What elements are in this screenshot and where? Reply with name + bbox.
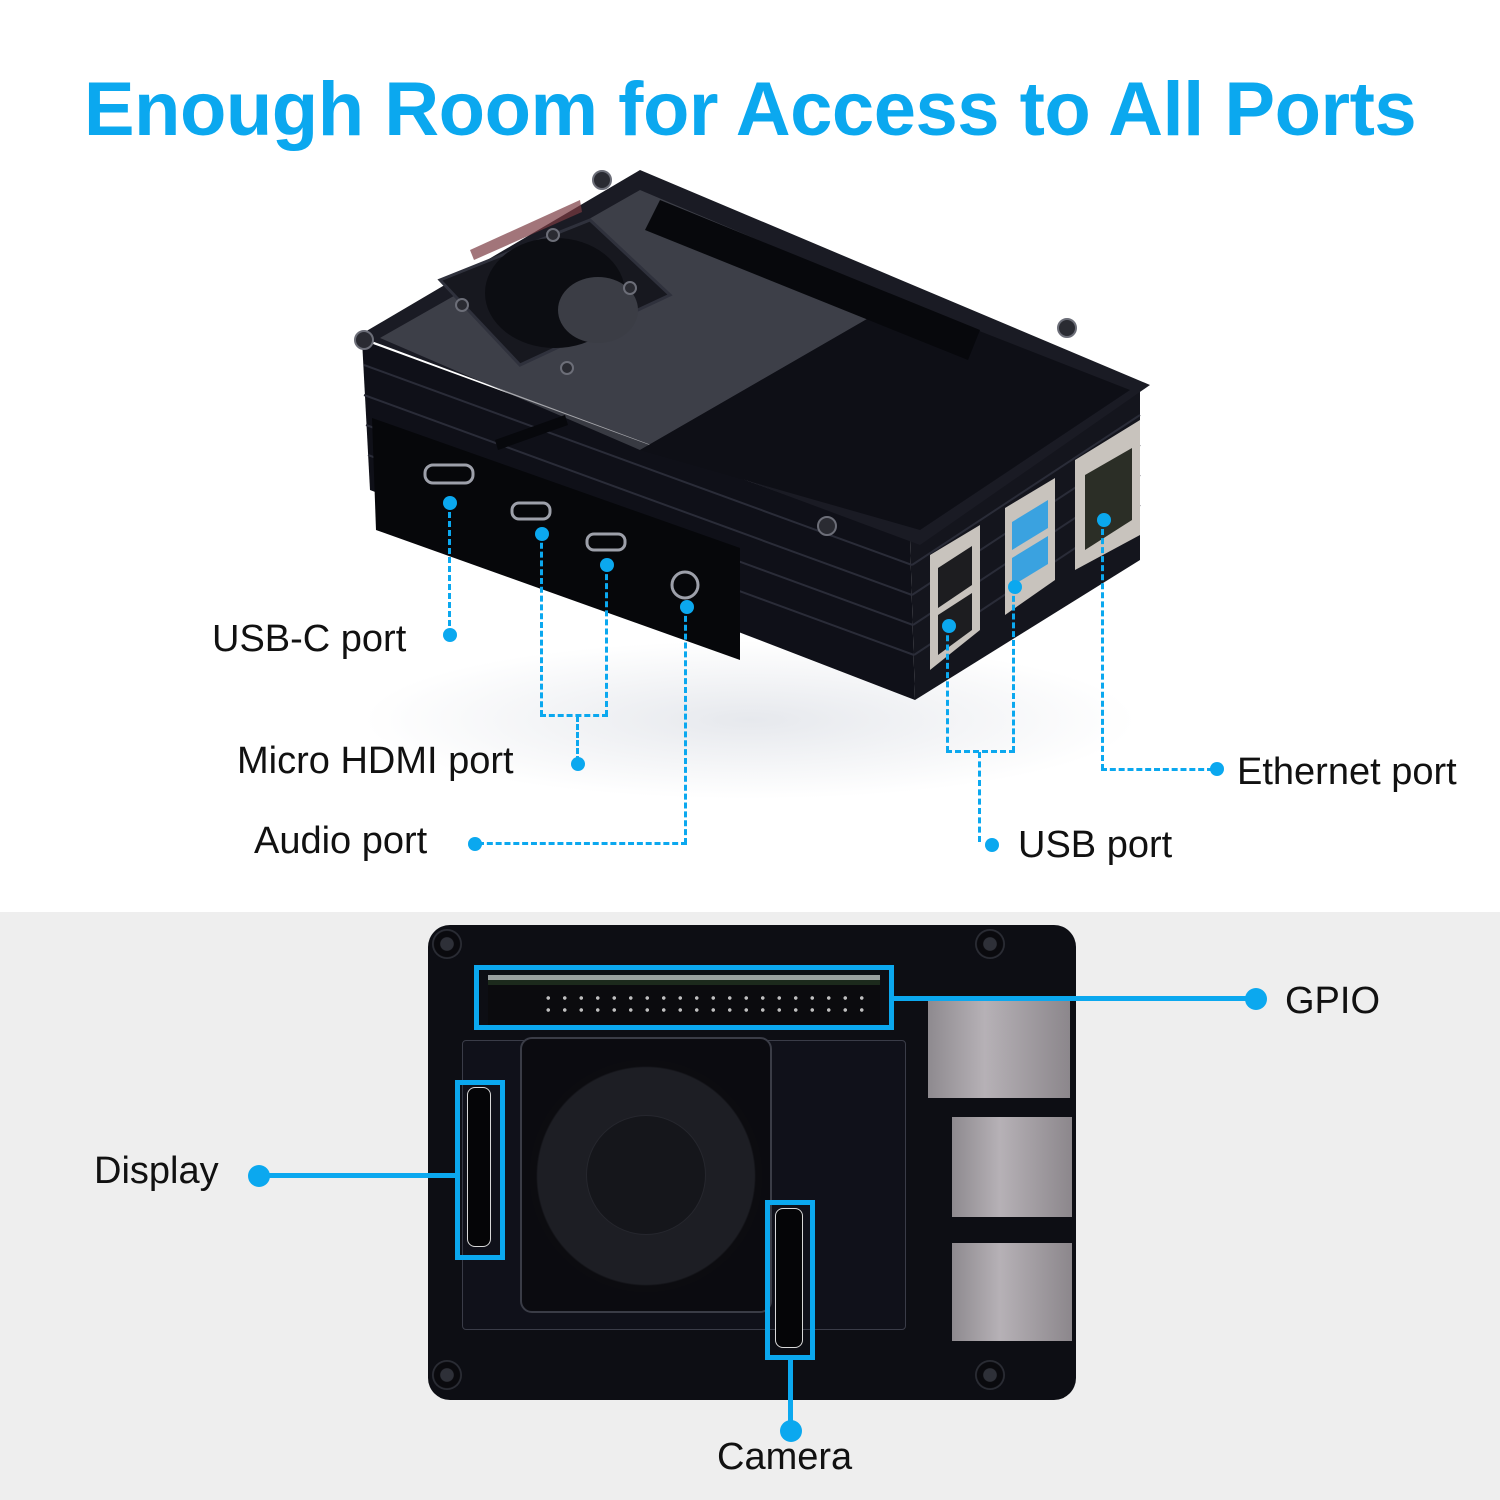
usb-port-label: USB port — [1018, 824, 1173, 866]
micro-hdmi-label-dot — [571, 757, 585, 771]
case-reflection — [360, 640, 1140, 800]
ethernet-label-dot — [1210, 762, 1224, 776]
usb-label-dot — [985, 838, 999, 852]
display-leader-line — [260, 1173, 456, 1178]
gpio-label-dot — [1245, 988, 1267, 1010]
gpio-highlight-box — [474, 965, 894, 1030]
ethernet-leader-line-horizontal — [1101, 768, 1213, 771]
page-title: Enough Room for Access to All Ports — [83, 67, 1417, 152]
usb2-port-block — [952, 1243, 1072, 1341]
audio-leader-line-horizontal — [478, 842, 687, 845]
usb-c-leader-line — [448, 503, 451, 635]
ethernet-anchor-dot — [1097, 513, 1111, 527]
usb-2-anchor-dot — [942, 619, 956, 633]
camera-leader-line — [788, 1358, 793, 1428]
audio-port-label: Audio port — [254, 820, 428, 862]
usb-c-label-dot — [443, 628, 457, 642]
fan-hub — [586, 1115, 706, 1235]
usb-2-leader-line — [946, 626, 949, 752]
usb-c-port-label: USB-C port — [212, 618, 407, 660]
display-label: Display — [94, 1150, 219, 1192]
camera-label: Camera — [717, 1436, 853, 1478]
gpio-label: GPIO — [1285, 980, 1381, 1022]
audio-leader-line-vertical — [684, 607, 687, 844]
usb-c-anchor-dot — [443, 496, 457, 510]
screw-icon — [432, 1360, 462, 1390]
display-label-dot — [248, 1165, 270, 1187]
ethernet-port-block — [928, 1000, 1070, 1098]
screw-icon — [975, 929, 1005, 959]
screw-icon — [432, 929, 462, 959]
micro-hdmi-port-label: Micro HDMI port — [237, 740, 514, 782]
case-isometric-illustration — [354, 170, 1150, 700]
usb3-port-block — [952, 1117, 1072, 1217]
ethernet-port-label: Ethernet port — [1237, 751, 1457, 793]
micro-hdmi-2-leader-line — [605, 565, 608, 716]
screw-icon — [975, 1360, 1005, 1390]
camera-connector-slot — [775, 1208, 803, 1348]
usb-join-line — [946, 750, 1015, 753]
usb-3-anchor-dot — [1008, 580, 1022, 594]
usb-stem-line — [978, 752, 981, 842]
micro-hdmi-1-leader-line — [540, 534, 543, 716]
audio-label-dot — [468, 837, 482, 851]
ethernet-leader-line-vertical — [1101, 520, 1104, 770]
usb-3-leader-line — [1012, 587, 1015, 752]
micro-hdmi-stem-line — [576, 716, 579, 762]
gpio-leader-line — [894, 996, 1254, 1001]
display-connector-slot — [467, 1087, 491, 1247]
micro-hdmi-join-line — [540, 714, 608, 717]
camera-highlight-box — [765, 1200, 815, 1360]
display-highlight-box — [455, 1080, 505, 1260]
gpio-pins — [540, 992, 870, 1016]
camera-label-dot — [780, 1420, 802, 1442]
audio-anchor-dot — [680, 600, 694, 614]
